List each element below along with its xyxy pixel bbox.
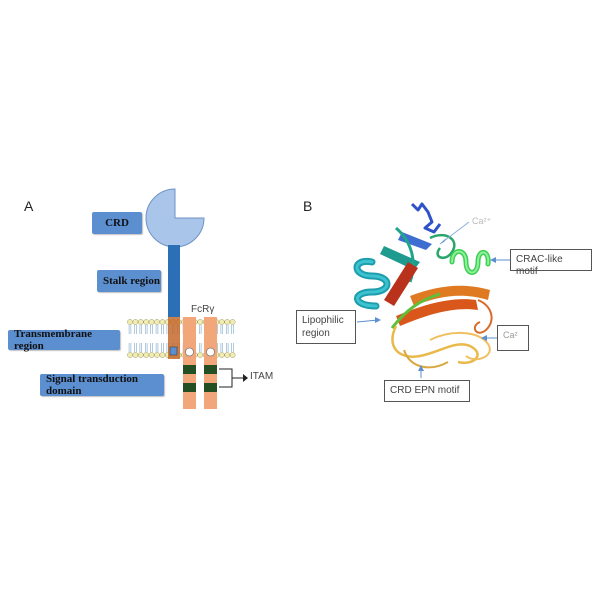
green-strand-mid — [390, 292, 441, 329]
orange-sheet-1 — [396, 299, 478, 326]
panel-a-letter: A — [24, 198, 34, 214]
yellow-loop-2 — [429, 331, 491, 361]
crac-like-motif-label: CRAC-like motif — [510, 249, 592, 277]
signal-transduction-label: Signal transduction domain — [40, 373, 164, 397]
yellow-loop-bottom — [403, 349, 449, 369]
ca-top-label: Ca²⁺ — [472, 216, 492, 226]
fcr-node-left — [185, 347, 194, 357]
crd-label: CRD — [92, 212, 142, 234]
stalk-bar — [168, 245, 180, 317]
receptor-tail — [169, 346, 178, 356]
itam-bar-right-1 — [204, 365, 217, 374]
n-terminal-loop — [410, 202, 442, 234]
crd-domain-shape — [145, 188, 205, 248]
itam-arrow-head — [243, 374, 248, 382]
fcr-gamma-label: FcRγ — [191, 304, 215, 315]
teal-loop — [429, 233, 456, 260]
itam-bar-left-1 — [183, 365, 196, 374]
ca-right-label: Ca² — [497, 325, 529, 351]
cyan-helix-left — [353, 257, 391, 310]
lipophilic-region-label: Lipophilic region — [296, 310, 356, 344]
panel-b-letter: B — [303, 198, 313, 214]
red-beta-strand — [384, 262, 418, 306]
itam-bar-left-2 — [183, 383, 196, 392]
lipophilic-arrow — [356, 319, 379, 323]
ca-top-arrow — [439, 221, 470, 245]
stalk-region-label: Stalk region — [97, 270, 161, 292]
blue-beta-strand — [398, 232, 432, 250]
lipid-head — [229, 319, 236, 325]
crd-epn-motif-label: CRD EPN motif — [384, 380, 470, 402]
itam-label: ITAM — [250, 371, 274, 382]
fcr-node-right — [206, 347, 215, 357]
yellow-loop-1 — [391, 325, 479, 365]
orange-sheet-2 — [410, 285, 490, 306]
green-helix-right — [449, 249, 491, 275]
lipid-head — [229, 352, 236, 358]
itam-bar-right-2 — [204, 383, 217, 392]
transmembrane-region-label: Transmembrane region — [8, 328, 120, 352]
orange-loop-right — [473, 299, 493, 334]
